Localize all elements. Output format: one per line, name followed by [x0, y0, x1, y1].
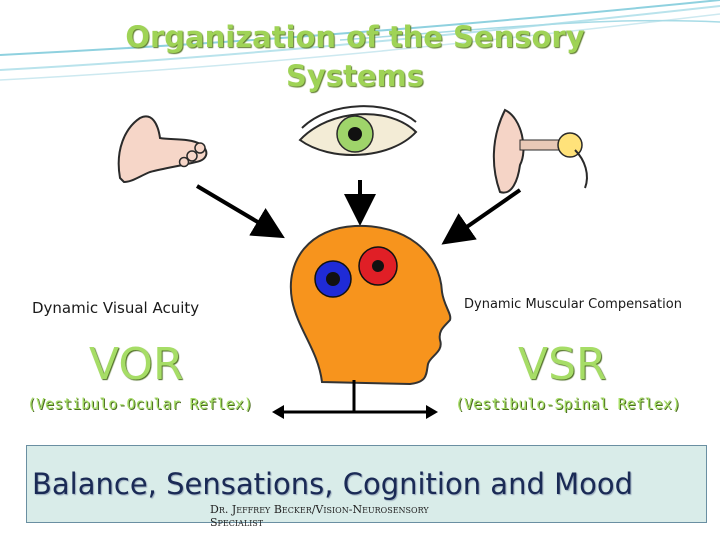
foot-icon	[117, 115, 208, 184]
summary-banner	[26, 445, 707, 523]
slide-title: Organization of the Sensory Systems	[125, 20, 585, 93]
dynamic-visual-acuity-label: Dynamic Visual Acuity	[32, 299, 200, 317]
author-credit: Dr. Jeffrey Becker/Vision-Neurosensory S…	[210, 503, 429, 529]
author-credit-line1: Dr. Jeffrey Becker/Vision-Neurosensory	[210, 503, 429, 516]
decorative-swoosh	[0, 0, 720, 81]
summary-banner-text: Balance, Sensations, Cognition and Mood	[32, 467, 633, 501]
ear-icon	[492, 108, 588, 194]
head-with-gears-icon	[289, 224, 452, 386]
author-credit-line2: Specialist	[210, 516, 264, 529]
sensory-diagram	[117, 105, 588, 419]
vor-expansion: (Vestibulo-Ocular Reflex)	[27, 395, 253, 413]
vor-label: VOR	[89, 339, 184, 390]
vsr-label: VSR	[518, 339, 607, 390]
vsr-expansion: (Vestibulo-Spinal Reflex)	[455, 395, 681, 413]
dynamic-muscular-compensation-label: Dynamic Muscular Compensation	[464, 297, 682, 312]
eye-icon	[298, 105, 418, 156]
